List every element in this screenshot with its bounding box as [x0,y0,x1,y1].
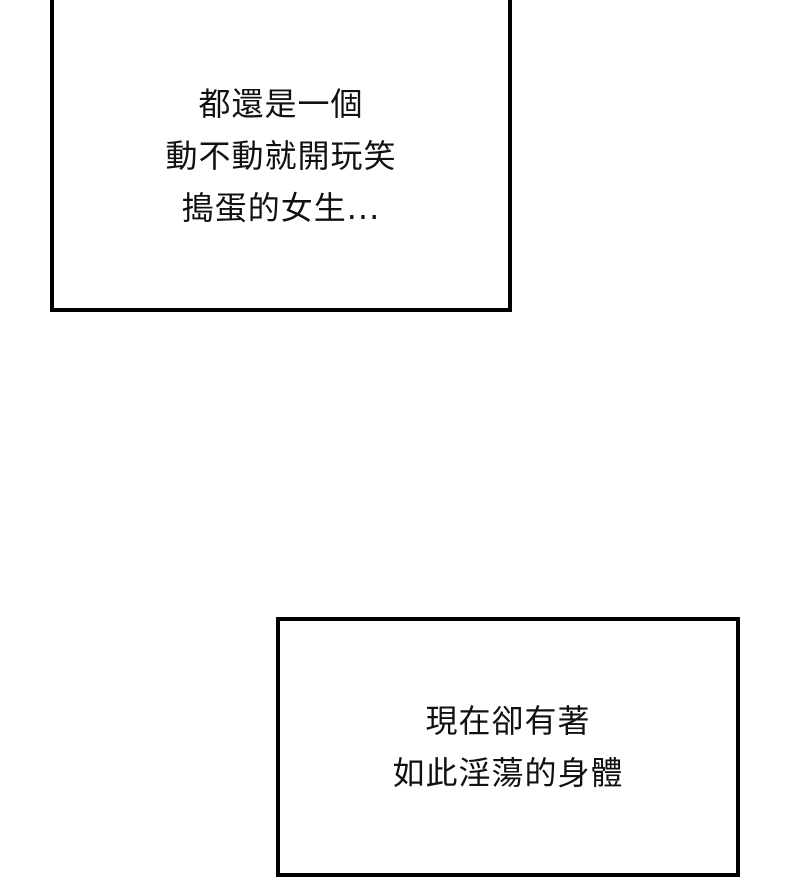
caption-text-2: 現在卻有著 如此淫蕩的身體 [392,695,623,799]
caption-line: 搗蛋的女生... [181,189,381,227]
caption-line: 現在卻有著 [425,702,591,740]
caption-line: 如此淫蕩的身體 [392,754,624,792]
caption-box-1: 都還是一個 動不動就開玩笑 搗蛋的女生... [50,0,512,312]
caption-box-2: 現在卻有著 如此淫蕩的身體 [276,617,740,877]
caption-text-1: 都還是一個 動不動就開玩笑 搗蛋的女生... [165,78,396,234]
caption-line: 動不動就開玩笑 [165,137,397,175]
caption-line: 都還是一個 [198,85,364,123]
